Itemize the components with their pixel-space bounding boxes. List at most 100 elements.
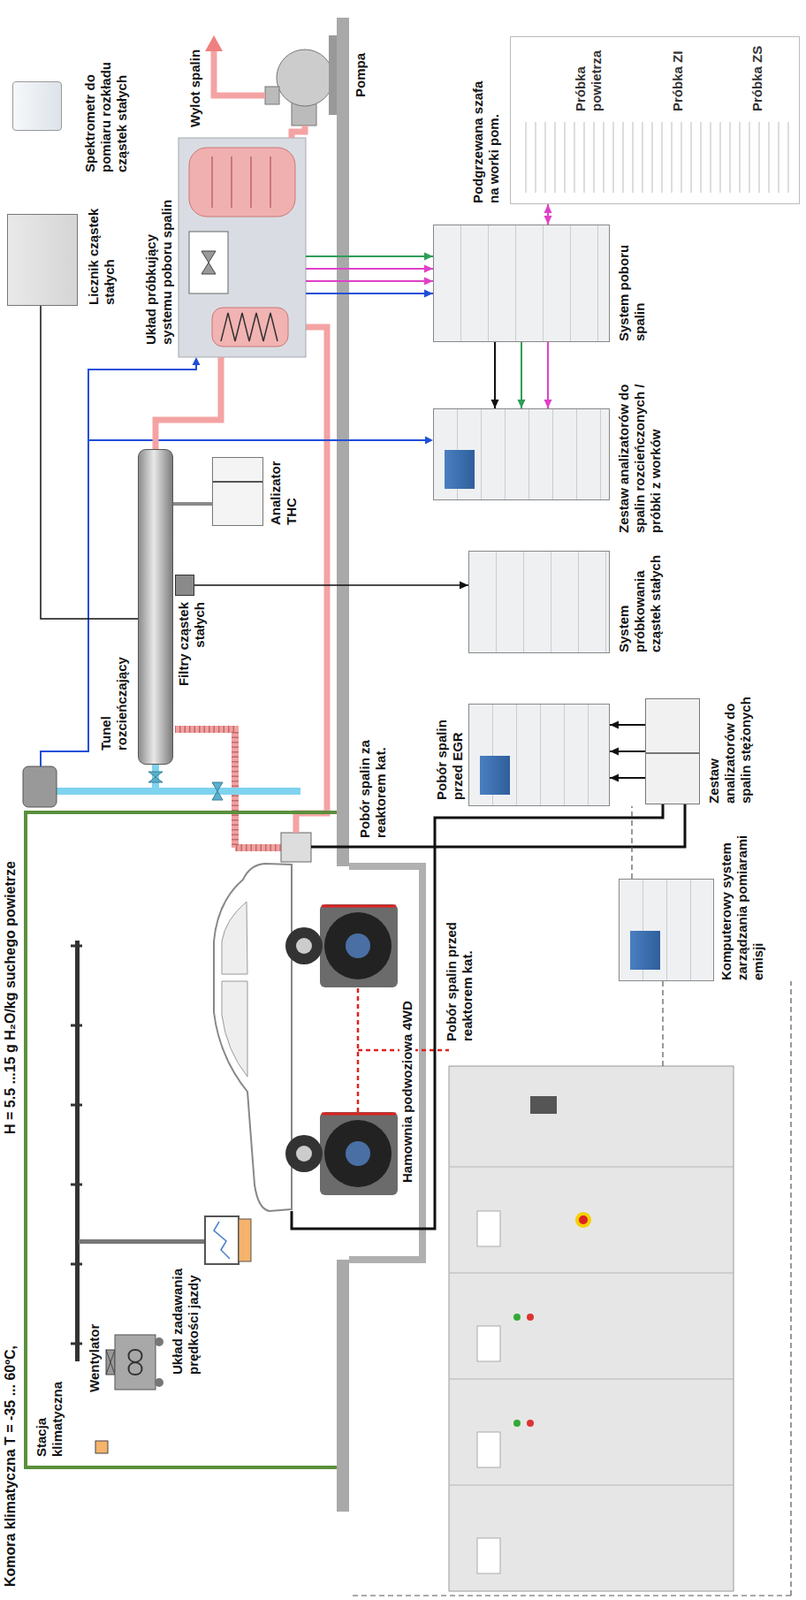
car-part bbox=[221, 901, 248, 1077]
connector-line bbox=[494, 342, 496, 409]
sample-label: Próbka powietrza bbox=[572, 38, 605, 112]
connector-line bbox=[547, 342, 549, 409]
dilution-air-part bbox=[88, 439, 426, 442]
pump-part bbox=[328, 35, 337, 115]
sample-label: H = 5.5 ...15 g H₂O/kg suchego powietrze bbox=[1, 806, 20, 1134]
connector bbox=[609, 774, 646, 783]
pump-part bbox=[276, 49, 334, 107]
driver-aid-monitor-part bbox=[205, 1216, 239, 1264]
connector-line bbox=[194, 584, 469, 586]
arrow-head bbox=[544, 399, 553, 409]
device-label: Licznik cząstek stałych bbox=[85, 205, 118, 305]
device-label: Komora klimatyczna T = -35 ... 60ºC, bbox=[1, 1162, 20, 1587]
floor-part bbox=[336, 17, 350, 867]
car-part bbox=[296, 1145, 312, 1162]
arrow-head bbox=[609, 721, 619, 730]
fan-part bbox=[129, 1349, 143, 1375]
arrow-head bbox=[424, 289, 434, 298]
car-part bbox=[285, 1134, 323, 1172]
connector-line bbox=[305, 292, 434, 295]
arrow-head bbox=[544, 215, 553, 225]
control-cabinets-part bbox=[513, 1313, 521, 1321]
device-label: Podgrzewana szafa na worki pom. bbox=[470, 70, 502, 204]
dyno-rollers-part bbox=[319, 904, 398, 988]
connector-line bbox=[40, 305, 138, 619]
spectrometer: Spektrometr do pomiaru rozkładu cząstek … bbox=[12, 81, 62, 131]
dyno-rollers-part bbox=[345, 933, 371, 959]
connector bbox=[609, 721, 646, 730]
raw-analyzers: Zestaw analizatorów do spalin stężonych bbox=[645, 698, 700, 805]
car bbox=[213, 863, 323, 1211]
sampling-unit-part bbox=[220, 312, 278, 342]
device-label: Komputerowy system zarządzania pomiarami… bbox=[718, 812, 767, 981]
pm-filter: Filtry cząstek stałych bbox=[174, 574, 195, 596]
connector bbox=[305, 277, 434, 286]
device-label: Układ próbkujący systemu poboru spalin bbox=[143, 190, 175, 345]
pump bbox=[205, 35, 337, 126]
exhaust-probe bbox=[174, 326, 327, 862]
arrow-head bbox=[544, 204, 553, 213]
device-label: Zestaw analizatorów do spalin rozcieńczo… bbox=[615, 368, 664, 533]
part-label: Pobór spalin za reaktorem kat. bbox=[357, 714, 389, 838]
pump-part bbox=[265, 86, 280, 105]
control-cabinets-part bbox=[526, 1313, 534, 1321]
connector bbox=[609, 747, 646, 756]
sampling-unit-part bbox=[212, 307, 289, 347]
exhaust-probe-part bbox=[281, 832, 312, 862]
analyzer-rack: Pobór spalin przed EGR bbox=[468, 703, 610, 806]
part-label: Wentylator bbox=[86, 1312, 103, 1392]
connector bbox=[491, 342, 500, 409]
dyno-rollers-part bbox=[345, 1140, 371, 1166]
connector-line bbox=[305, 280, 434, 282]
diluted-analyzer-rack: Zestaw analizatorów do spalin rozcieńczo… bbox=[433, 408, 610, 501]
fan-part bbox=[106, 1349, 115, 1375]
dyno-rollers-part bbox=[321, 905, 396, 1114]
air-duct-part bbox=[75, 940, 80, 1362]
car-part bbox=[296, 937, 312, 954]
connector bbox=[173, 503, 213, 505]
connector bbox=[305, 289, 434, 298]
arrow-head bbox=[459, 581, 469, 590]
particle-counter: Licznik cząstek stałych bbox=[7, 213, 78, 306]
connector bbox=[544, 204, 553, 225]
control-cabinets-part bbox=[526, 1419, 534, 1427]
device-label: Pobór spalin przed EGR bbox=[433, 702, 466, 800]
control-cabinets-part bbox=[477, 1210, 501, 1247]
control-computer: Komputerowy system zarządzania pomiarami… bbox=[618, 878, 715, 981]
pump-box: Pompa bbox=[265, 33, 337, 126]
sampling-unit-part bbox=[212, 156, 271, 208]
control-wiring-part bbox=[349, 806, 791, 1596]
control-cabinets-part bbox=[575, 1211, 592, 1228]
arrow-head bbox=[424, 252, 434, 261]
arrow-head bbox=[424, 265, 434, 274]
dilution-air-part bbox=[40, 362, 197, 767]
arrow-head bbox=[491, 399, 500, 409]
sampling-unit-part bbox=[201, 250, 216, 274]
part-label: Stacja klimatyczna bbox=[33, 1368, 66, 1457]
part-label: Hamownia podwoziowa 4WD bbox=[399, 998, 416, 1185]
connector-line bbox=[155, 357, 221, 449]
control-cabinets-part bbox=[477, 1431, 501, 1468]
part-label: Wylot spalin bbox=[187, 30, 204, 128]
connector bbox=[544, 342, 553, 409]
floor-part bbox=[336, 1259, 350, 1512]
driver-aid-monitor-part bbox=[213, 1221, 230, 1259]
arrow-head bbox=[517, 399, 526, 409]
device-label: System próbkowania cząstek stałych bbox=[615, 539, 664, 653]
connector bbox=[517, 342, 526, 409]
connector-line bbox=[305, 267, 434, 270]
device-label: Analizator THC bbox=[267, 441, 300, 525]
pump-part bbox=[213, 51, 266, 96]
arrow-head bbox=[609, 774, 619, 783]
fan-part bbox=[106, 1349, 115, 1375]
connector bbox=[194, 581, 469, 590]
control-cabinets-part bbox=[578, 1215, 588, 1225]
pm-sampling-rack: System próbkowania cząstek stałych bbox=[468, 550, 610, 654]
floor bbox=[336, 17, 423, 1512]
connector bbox=[305, 252, 434, 261]
fan-part bbox=[154, 1337, 164, 1346]
driver-aid-monitor-part bbox=[78, 1239, 206, 1244]
dilution-air-part bbox=[425, 436, 434, 445]
car-part bbox=[285, 927, 323, 965]
control-cabinets-part bbox=[477, 1325, 501, 1362]
